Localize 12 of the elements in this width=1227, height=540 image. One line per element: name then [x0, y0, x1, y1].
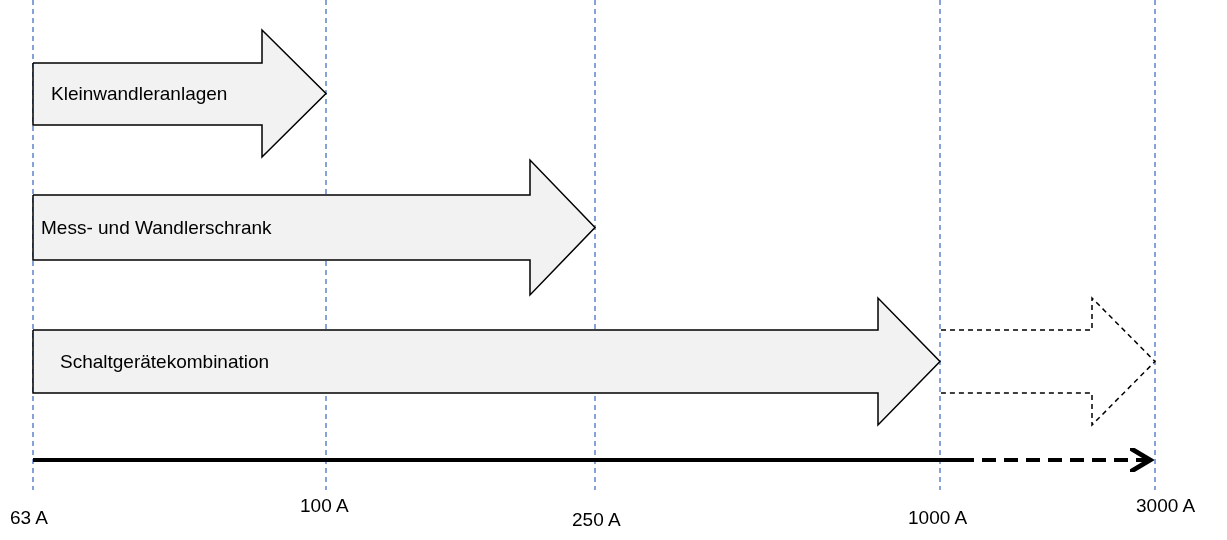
scale-label: 63 A [10, 508, 49, 527]
arrow-label: Mess- und Wandlerschrank [41, 217, 272, 237]
range-band [33, 160, 595, 295]
scale-label: 250 A [572, 510, 621, 529]
arrow-label: Kleinwandleranlagen [51, 83, 228, 103]
range-band [33, 30, 326, 157]
scale-label: 3000 A [1136, 496, 1196, 515]
dashed-range-band [941, 298, 1155, 425]
scale-label: 1000 A [908, 508, 968, 527]
arrow-label: Schaltgerätekombination [60, 351, 270, 371]
scale-label: 100 A [300, 496, 349, 515]
range-band [33, 298, 940, 425]
